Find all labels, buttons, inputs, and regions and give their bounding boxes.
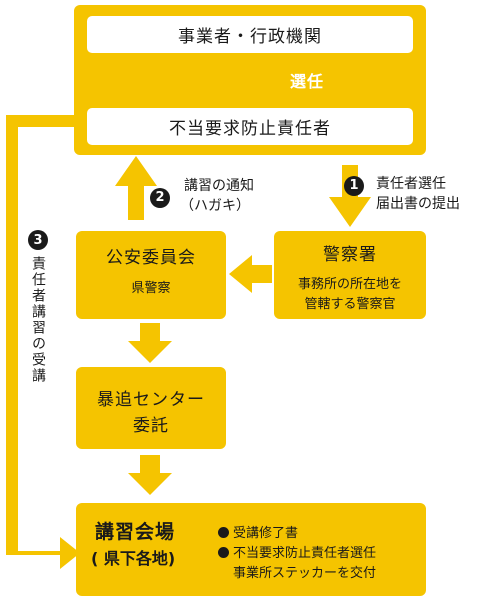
arrow-koan-to-center — [128, 323, 172, 363]
step1-number-badge: 1 — [344, 176, 364, 196]
venue-bullet-2-cont: 事業所ステッカーを交付 — [233, 566, 377, 581]
manager-label: 不当要求防止責任者 — [169, 119, 331, 139]
koan-box — [76, 231, 226, 319]
connector-step3 — [6, 115, 78, 555]
step3-label: 責任者講習の受講 — [30, 256, 46, 384]
center-box — [76, 367, 226, 449]
entity-label: 事業者・行政機関 — [178, 27, 322, 47]
arrow-step2-up — [115, 156, 157, 220]
venue-bullet-1-text: 受講修了書 — [233, 526, 299, 541]
arrow-step1-down — [329, 165, 371, 227]
center-line1: 暴追センター — [97, 390, 205, 410]
center-line2: 委託 — [133, 416, 169, 436]
bullet-dot-icon — [218, 527, 229, 538]
venue-bullet-1: 受講修了書 — [218, 524, 376, 544]
step2-number-badge: 2 — [150, 188, 170, 208]
police-box — [274, 231, 426, 319]
step1-line2: 届出書の提出 — [376, 196, 460, 212]
venue-bullets: 受講修了書 不当要求防止責任者選任 事業所ステッカーを交付 — [218, 524, 376, 584]
venue-title: 講習会場 — [95, 521, 176, 543]
police-line2: 管轄する警察官 — [304, 297, 396, 312]
venue-bullet-2-text: 不当要求防止責任者選任 — [233, 546, 377, 561]
arrow-head-to-venue — [60, 537, 80, 569]
arrow-center-to-venue — [128, 455, 172, 495]
step1-note: 1 責任者選任 届出書の提出 — [344, 174, 460, 214]
arrow-police-to-koan — [229, 255, 272, 293]
step2-note: 2 講習の通知 （ハガキ） — [150, 176, 254, 216]
koan-title: 公安委員会 — [106, 248, 196, 268]
step3-number-badge: 3 — [28, 230, 48, 250]
step1-line1: 責任者選任 — [376, 176, 446, 192]
venue-box — [76, 503, 426, 596]
police-line1: 事務所の所在地を — [297, 277, 402, 292]
venue-bullet-2: 不当要求防止責任者選任 — [218, 544, 376, 564]
select-label: 選任 — [290, 72, 325, 91]
step2-line1: 講習の通知 — [184, 178, 254, 194]
entity-box: 事業者・行政機関 — [87, 16, 413, 53]
step2-line2: （ハガキ） — [180, 198, 250, 214]
manager-box: 不当要求防止責任者 — [87, 108, 413, 145]
venue-sub: ( 県下各地) — [91, 549, 176, 568]
bullet-dot-icon — [218, 547, 229, 558]
koan-sub: 県警察 — [131, 281, 171, 296]
police-title: 警察署 — [323, 245, 377, 265]
